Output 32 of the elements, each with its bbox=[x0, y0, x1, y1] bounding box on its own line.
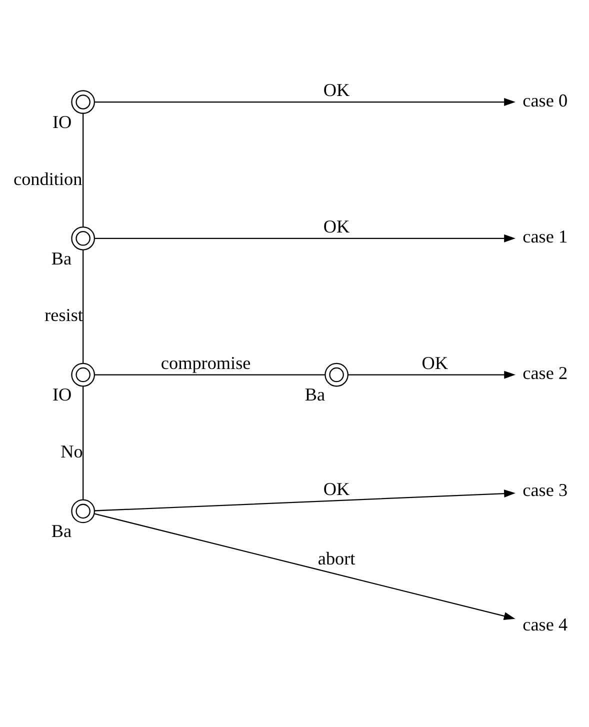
arrow bbox=[94, 234, 516, 242]
node-label: Ba bbox=[51, 248, 72, 268]
arrow bbox=[94, 98, 516, 106]
node-circle bbox=[71, 362, 96, 386]
node-text: case 4 bbox=[522, 614, 568, 634]
connector bbox=[94, 374, 325, 375]
node-circle bbox=[71, 226, 96, 250]
edge-label: condition bbox=[14, 168, 82, 188]
node-label: IO bbox=[52, 384, 72, 404]
node-circle bbox=[71, 90, 96, 114]
node-text: case 1 bbox=[522, 226, 568, 246]
node-text: case 0 bbox=[522, 90, 568, 110]
connector bbox=[82, 113, 84, 226]
node-label: Ba bbox=[51, 520, 72, 541]
node-text: case 3 bbox=[522, 480, 568, 500]
connector bbox=[82, 386, 84, 499]
arrow bbox=[348, 370, 516, 378]
node-label: IO bbox=[52, 111, 72, 132]
node-circle bbox=[71, 498, 96, 523]
edge-label: OK bbox=[422, 352, 448, 372]
node-text: case 2 bbox=[522, 362, 568, 383]
node-circle bbox=[324, 362, 348, 386]
edge-label: abort bbox=[318, 548, 356, 568]
edge-label: No bbox=[60, 441, 83, 462]
edge-label: OK bbox=[323, 216, 350, 236]
edge-label: compromise bbox=[160, 352, 251, 372]
arrow bbox=[94, 512, 516, 620]
arrow bbox=[94, 489, 516, 511]
node-label: Ba bbox=[304, 384, 326, 404]
connector bbox=[82, 250, 84, 363]
edge-label: OK bbox=[323, 478, 350, 499]
edge-label: OK bbox=[323, 80, 350, 100]
